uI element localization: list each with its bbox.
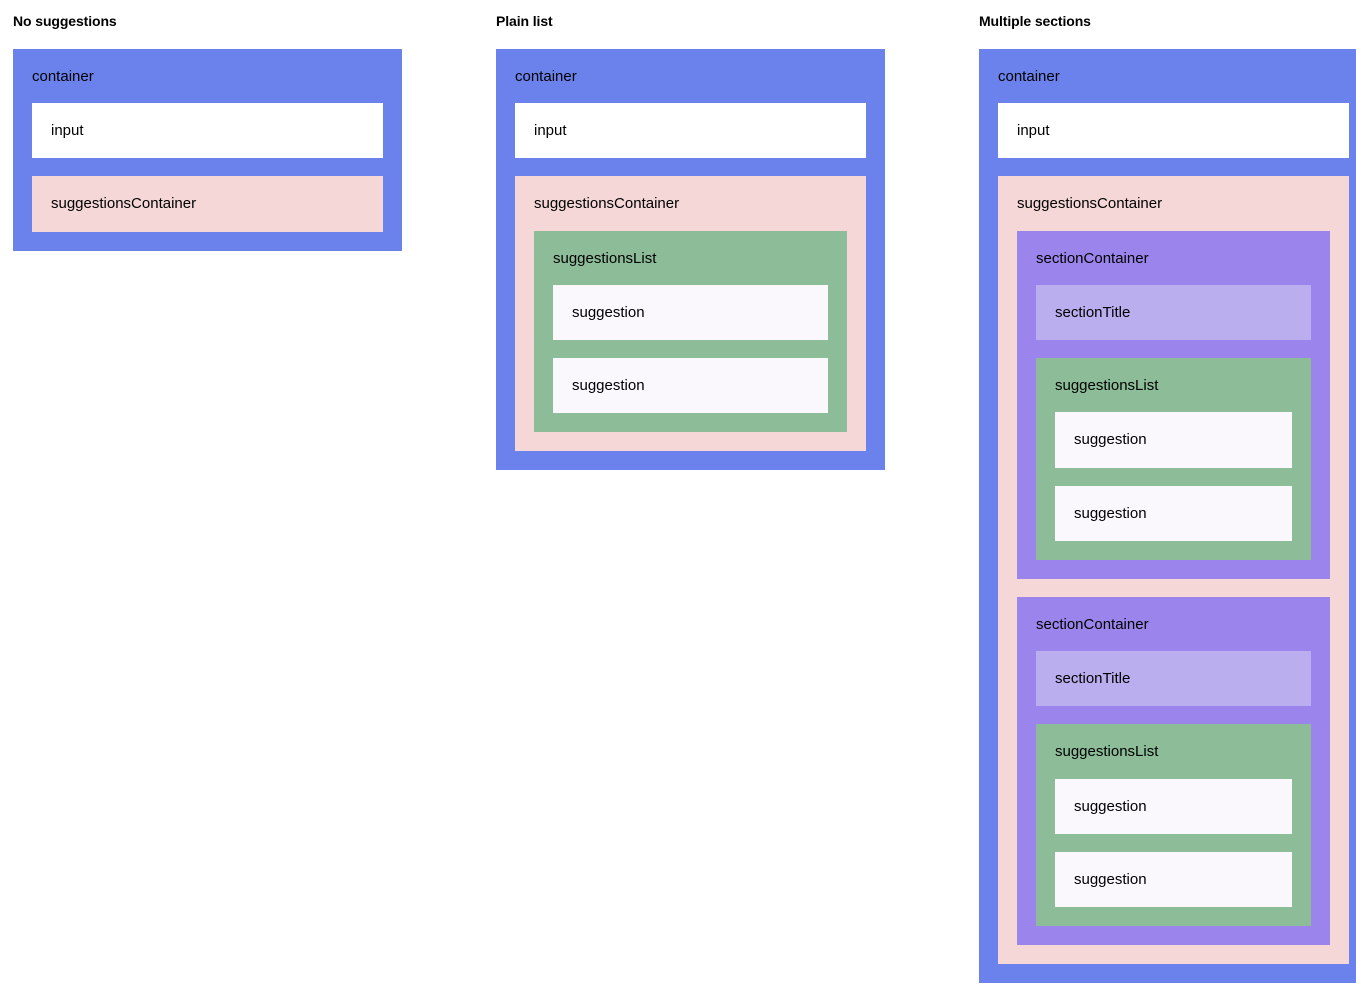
suggestion-label: suggestion: [1074, 797, 1147, 815]
input-label: input: [1017, 122, 1050, 140]
suggestion-item[interactable]: suggestion: [1055, 778, 1292, 834]
container-box: container input suggestionsContainer: [13, 48, 402, 251]
suggestion-label: suggestion: [1074, 431, 1147, 449]
suggestions-list-label: suggestionsList: [1055, 743, 1159, 761]
section-container-label: sectionContainer: [1036, 249, 1149, 267]
container-label: container: [998, 67, 1060, 85]
section-title-label: sectionTitle: [1055, 670, 1131, 688]
input-label: input: [51, 122, 84, 140]
input-box[interactable]: input: [515, 103, 866, 159]
input-label: input: [534, 122, 567, 140]
suggestion-item[interactable]: suggestion: [1055, 485, 1292, 541]
container-label: container: [32, 67, 94, 85]
suggestions-list-label: suggestionsList: [553, 249, 657, 267]
suggestion-label: suggestion: [1074, 504, 1147, 522]
suggestion-item[interactable]: suggestion: [1055, 412, 1292, 468]
section-title-label: sectionTitle: [1055, 303, 1131, 321]
suggestions-container-label: suggestionsContainer: [534, 195, 680, 213]
section-container-label: sectionContainer: [1036, 615, 1149, 633]
suggestion-item[interactable]: suggestion: [1055, 851, 1292, 908]
column-heading-no-suggestions: No suggestions: [13, 13, 117, 29]
suggestions-list-box: suggestionsList suggestion suggestion: [1036, 724, 1311, 927]
suggestions-list-label: suggestionsList: [1055, 377, 1159, 395]
container-box: container input suggestionsContainer sec…: [979, 48, 1356, 984]
suggestion-label: suggestion: [1074, 870, 1147, 888]
suggestions-list-box: suggestionsList suggestion suggestion: [534, 230, 847, 433]
section-title-box: sectionTitle: [1036, 284, 1311, 341]
container-box: container input suggestionsContainer sug…: [496, 48, 885, 471]
suggestion-label: suggestion: [572, 377, 645, 395]
suggestion-item[interactable]: suggestion: [553, 358, 828, 414]
column-heading-multiple-sections: Multiple sections: [979, 13, 1091, 29]
column-plain-list: Plain list container input suggestionsCo…: [496, 13, 966, 471]
suggestions-list-box: suggestionsList suggestion suggestion: [1036, 358, 1311, 560]
input-box[interactable]: input: [998, 103, 1349, 159]
suggestion-label: suggestion: [572, 303, 645, 321]
suggestions-container-label: suggestionsContainer: [51, 195, 197, 213]
suggestions-container-label: suggestionsContainer: [1017, 195, 1163, 213]
section-container-box: sectionContainer sectionTitle suggestion…: [1017, 230, 1330, 579]
suggestions-container-box: suggestionsContainer: [32, 176, 383, 232]
suggestions-container-box: suggestionsContainer sectionContainer se…: [998, 176, 1349, 965]
input-box[interactable]: input: [32, 103, 383, 159]
suggestion-item[interactable]: suggestion: [553, 284, 828, 341]
section-title-box: sectionTitle: [1036, 651, 1311, 707]
suggestions-container-box: suggestionsContainer suggestionsList sug…: [515, 176, 866, 452]
column-multiple-sections: Multiple sections container input sugges…: [979, 13, 1356, 984]
container-label: container: [515, 67, 577, 85]
column-heading-plain-list: Plain list: [496, 13, 553, 29]
column-no-suggestions: No suggestions container input suggestio…: [13, 13, 483, 251]
section-container-box: sectionContainer sectionTitle suggestion…: [1017, 596, 1330, 946]
